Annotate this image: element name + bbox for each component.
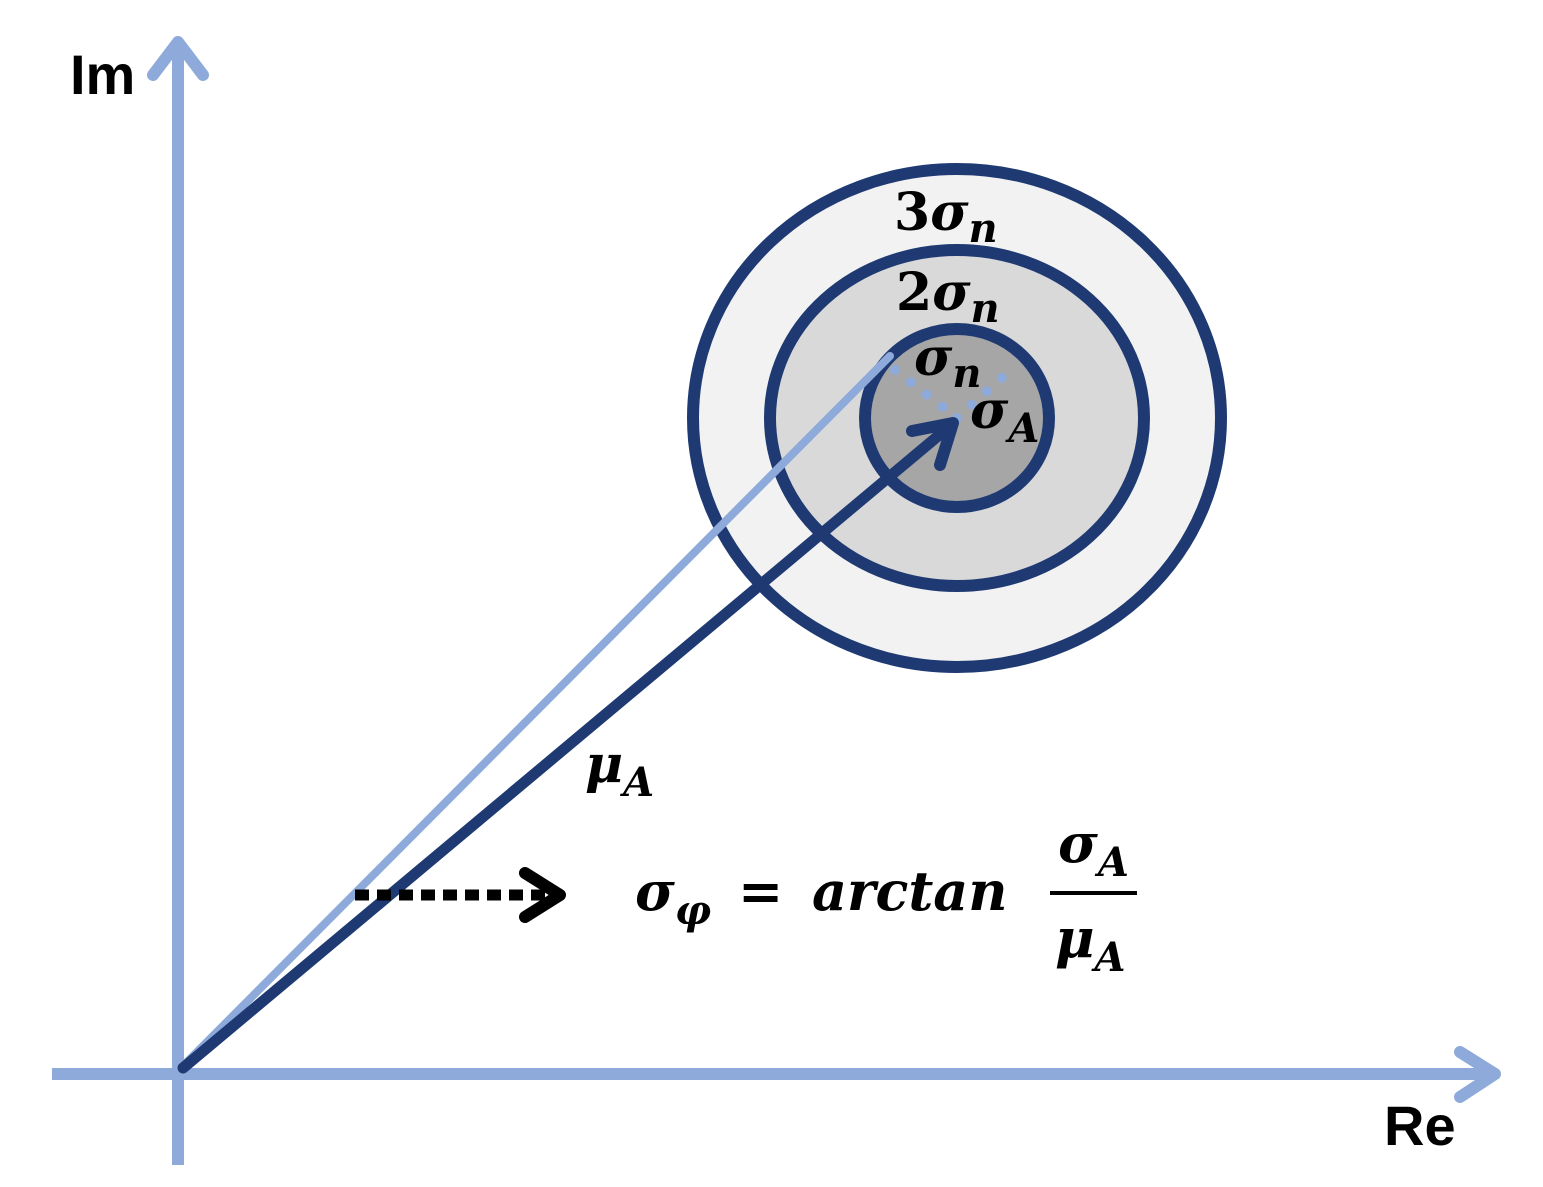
ring-2-sigma-coef: 2 xyxy=(896,262,932,323)
axes xyxy=(52,36,1501,1165)
formula-lhs: σφ xyxy=(635,859,711,934)
formula-arrow xyxy=(355,867,566,923)
sigma-dotted-markers xyxy=(890,361,1020,423)
sigma-a-label: σA xyxy=(970,380,1039,452)
real-axis-arrowhead xyxy=(1454,1046,1501,1103)
sigma-n-dotted-line xyxy=(890,365,962,423)
mean-vector-arrowhead xyxy=(906,417,959,471)
formula-denominator: μA xyxy=(1055,906,1126,981)
imaginary-axis-arrowhead xyxy=(147,36,209,81)
real-axis-label: Re xyxy=(1384,1094,1456,1157)
formula-arrow-head xyxy=(519,867,566,923)
ring-1-sigma-symbol: σ xyxy=(914,327,953,388)
mu-a-symbol: μ xyxy=(585,734,623,795)
ring-2-sigma-symbol: σ xyxy=(932,262,971,323)
mu-a-label: μA xyxy=(585,734,654,806)
formula-denominator-sub: A xyxy=(1091,934,1126,981)
formula-lhs-sub: φ xyxy=(675,887,711,934)
mean-vector xyxy=(177,420,956,1074)
ring-1-sigma-label: σn xyxy=(914,327,981,397)
phase-noise-formula: σφ = arctan σA μA xyxy=(635,811,1137,981)
sigma-a-symbol: σ xyxy=(970,380,1009,441)
ring-3-sigma-symbol: σ xyxy=(930,182,969,243)
formula-numerator-symbol: σ xyxy=(1058,811,1098,875)
formula-function: arctan xyxy=(812,859,1008,923)
ring-1-sigma-sub: n xyxy=(952,350,981,397)
formula-lhs-symbol: σ xyxy=(635,859,675,923)
sample-vector xyxy=(179,352,894,1070)
ring-3-sigma-label: 3σn xyxy=(894,182,998,252)
formula-numerator-sub: A xyxy=(1094,839,1129,886)
mu-a-sub: A xyxy=(619,759,654,806)
ring-2-sigma-sub: n xyxy=(971,285,1000,332)
ring-3-sigma-coef: 3 xyxy=(894,182,930,243)
formula-denominator-symbol: μ xyxy=(1055,906,1095,970)
ring-2-sigma-label: 2σn xyxy=(896,262,1000,332)
sigma-a-dotted-line xyxy=(952,361,1020,423)
formula-numerator: σA xyxy=(1058,811,1129,886)
imaginary-axis-label: Im xyxy=(70,43,135,106)
sigma-a-sub: A xyxy=(1004,405,1039,452)
formula-equals: = xyxy=(738,859,783,923)
vectors xyxy=(177,352,959,1074)
ring-3-sigma-sub: n xyxy=(969,205,998,252)
